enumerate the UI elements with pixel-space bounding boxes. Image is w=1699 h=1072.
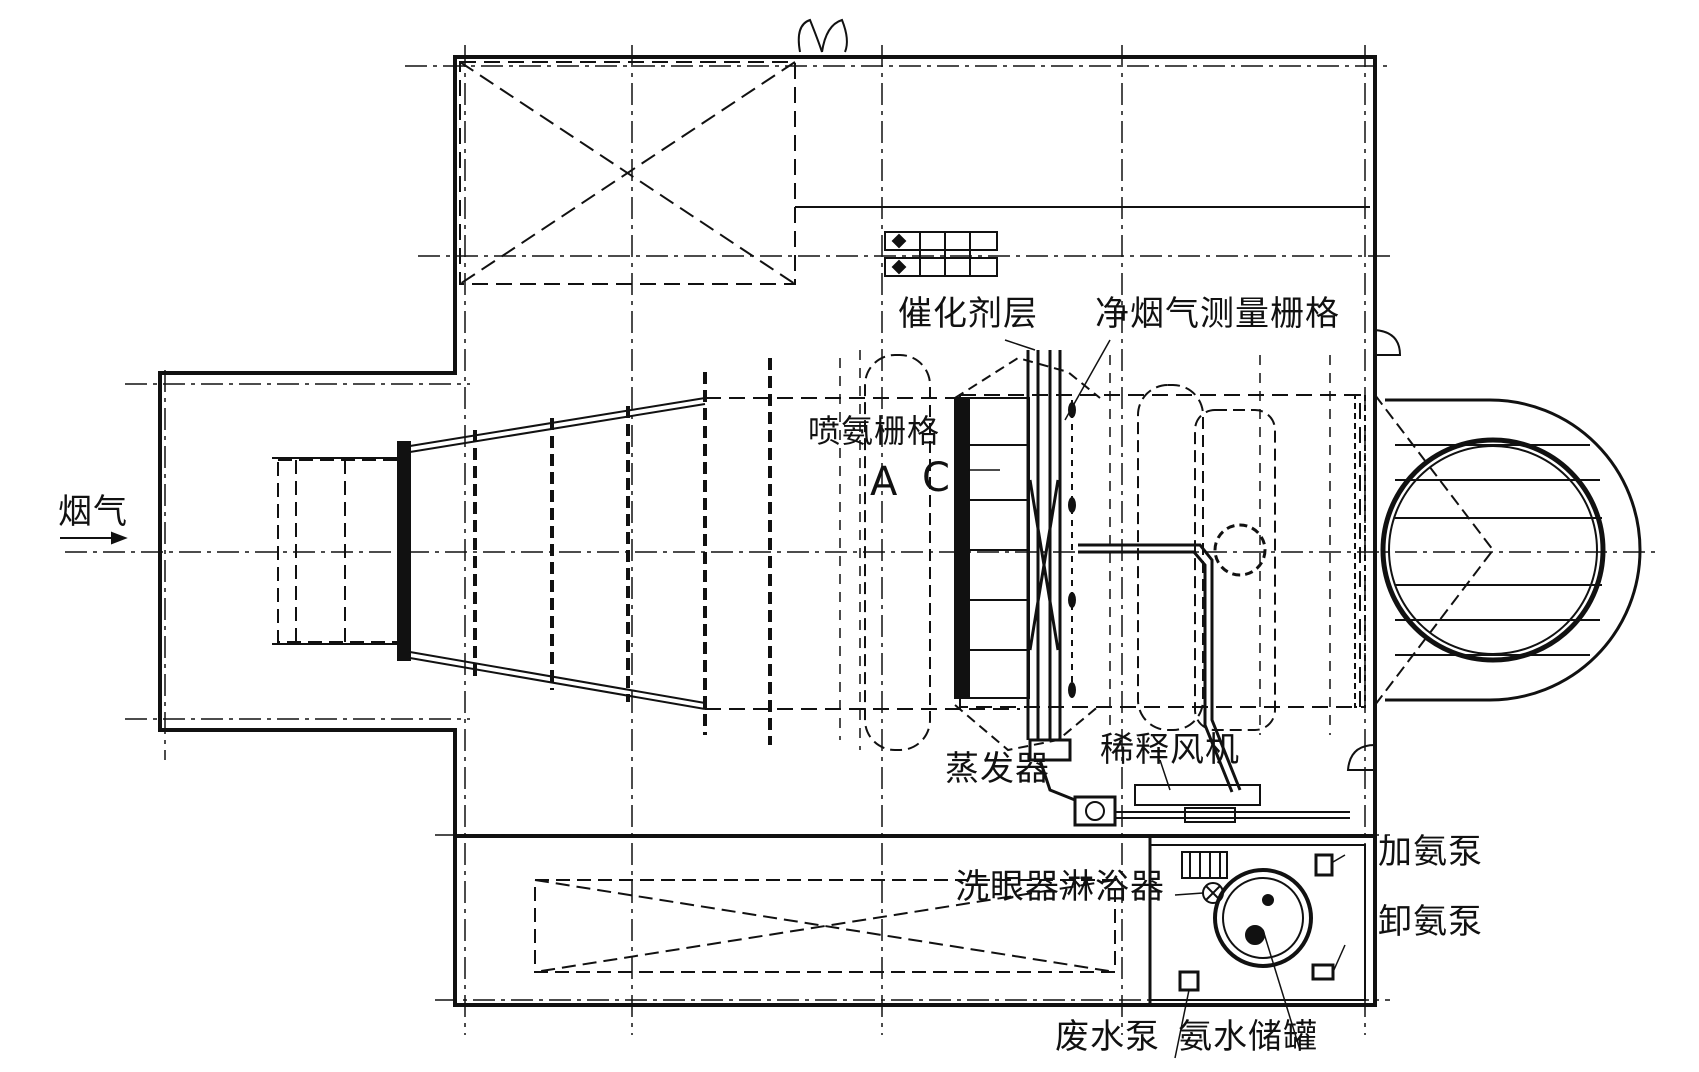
dilution-fan-unit xyxy=(1075,785,1350,825)
vessel-c xyxy=(1138,385,1203,730)
outlet-flange xyxy=(1355,395,1365,707)
evaporator-unit xyxy=(1030,740,1075,800)
evaporator-label: 蒸发器 xyxy=(945,749,1050,789)
add-pump-label: 加氨泵 xyxy=(1378,832,1483,872)
vessel-a xyxy=(865,355,930,750)
catalyst-pipes xyxy=(1028,350,1060,740)
axis-lines xyxy=(65,45,1660,1035)
door-top xyxy=(799,20,847,52)
measurement-points xyxy=(1068,402,1076,698)
inlet-flange xyxy=(398,442,410,660)
building-outline xyxy=(160,57,1375,1005)
ammonia-grid-label: 喷氨栅格 xyxy=(808,412,941,450)
unload-pump-label: 卸氨泵 xyxy=(1378,902,1483,942)
side-doors xyxy=(1348,330,1400,770)
outlet-fan-housing xyxy=(1385,400,1640,700)
waste-pump-label: 废水泵 xyxy=(1055,1017,1160,1057)
ammonia-tank-symbol xyxy=(1215,870,1311,966)
dilution-pipe xyxy=(1078,525,1265,792)
top-left-bay xyxy=(460,62,795,284)
diffuser xyxy=(410,398,1020,709)
dilution-fan-label: 稀释风机 xyxy=(1100,730,1240,770)
letter-c-label: C xyxy=(922,455,951,501)
flue-gas-arrow-icon xyxy=(60,533,125,543)
catalyst-layer-label: 催化剂层 xyxy=(898,294,1038,334)
leader-lines xyxy=(968,340,1345,1058)
inlet-duct xyxy=(278,460,398,642)
reactor-body xyxy=(960,395,1360,707)
add-pump-symbol xyxy=(1316,855,1332,875)
waste-pump-symbol xyxy=(1180,972,1198,990)
unload-pump-symbol xyxy=(1313,965,1333,979)
inlet-duct-frame xyxy=(272,458,402,644)
diffuser-stiffeners xyxy=(475,358,770,745)
upper-racks xyxy=(885,232,997,276)
ammonia-grid-panel xyxy=(955,398,1029,698)
letter-a-label: A xyxy=(870,459,899,505)
ammonia-room xyxy=(1150,836,1365,1005)
outlet-transition xyxy=(1375,395,1493,705)
eyewash-label: 洗眼器淋浴器 xyxy=(955,867,1165,907)
vessel-right xyxy=(1195,410,1275,730)
clean-gas-grid-label: 净烟气测量栅格 xyxy=(1095,294,1340,334)
flue-gas-label: 烟气 xyxy=(58,492,128,532)
ammonia-tank-label: 氨水储罐 xyxy=(1178,1017,1318,1057)
eyewash-area xyxy=(535,880,1115,972)
outlet-round-duct xyxy=(1383,440,1603,660)
